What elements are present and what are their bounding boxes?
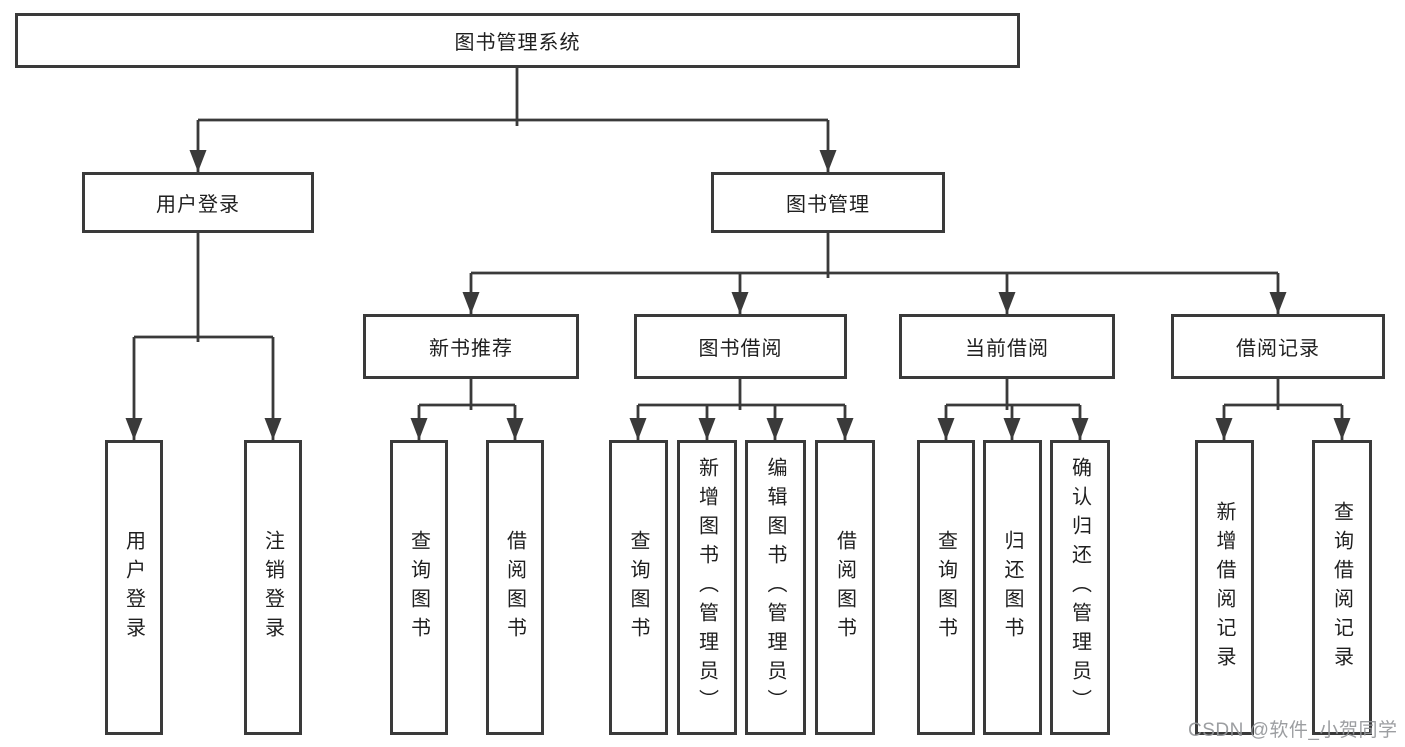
node-label: 编辑图书（管理员） bbox=[764, 457, 786, 718]
leaf-confirm-return-admin: 确认归还（管理员） bbox=[1050, 440, 1110, 735]
node-label: 查询图书 bbox=[934, 529, 957, 646]
node-label: 借阅图书 bbox=[503, 529, 526, 646]
node-label: 确认归还（管理员） bbox=[1068, 457, 1091, 718]
leaf-query-books-recommend: 查询图书 bbox=[390, 440, 448, 735]
node-root: 图书管理系统 bbox=[15, 13, 1020, 68]
csdn-watermark: CSDN @软件_小贺同学 bbox=[1188, 720, 1398, 741]
node-new-book-recommend: 新书推荐 bbox=[363, 314, 579, 379]
node-label: 用户登录 bbox=[122, 529, 145, 646]
leaf-edit-books-admin: 编辑图书（管理员） bbox=[745, 440, 806, 735]
node-label: 查询借阅记录 bbox=[1330, 500, 1353, 675]
leaf-return-books: 归还图书 bbox=[983, 440, 1042, 735]
node-label: 借阅记录 bbox=[1236, 338, 1320, 360]
node-label: 注销登录 bbox=[261, 529, 284, 646]
leaf-add-books-admin: 新增图书（管理员） bbox=[677, 440, 737, 735]
node-label: 查询图书 bbox=[627, 529, 649, 646]
node-label: 归还图书 bbox=[1001, 529, 1023, 646]
node-label: 图书借阅 bbox=[698, 338, 783, 360]
leaf-borrow-books: 借阅图书 bbox=[815, 440, 875, 735]
node-user-login: 用户登录 bbox=[82, 172, 314, 233]
node-label: 新增图书（管理员） bbox=[695, 457, 718, 718]
leaf-query-books-borrow: 查询图书 bbox=[609, 440, 668, 735]
node-label: 当前借阅 bbox=[965, 338, 1049, 360]
node-current-borrow: 当前借阅 bbox=[899, 314, 1115, 379]
leaf-query-books-current: 查询图书 bbox=[917, 440, 975, 735]
node-root-label: 图书管理系统 bbox=[454, 32, 581, 54]
node-label: 图书管理 bbox=[786, 194, 870, 216]
leaf-add-borrow-record: 新增借阅记录 bbox=[1195, 440, 1254, 735]
node-book-management: 图书管理 bbox=[711, 172, 945, 233]
node-label: 新增借阅记录 bbox=[1213, 500, 1235, 675]
leaf-query-borrow-record: 查询借阅记录 bbox=[1312, 440, 1372, 735]
node-book-borrow: 图书借阅 bbox=[634, 314, 847, 379]
node-label: 借阅图书 bbox=[833, 529, 856, 646]
node-label: 查询图书 bbox=[407, 529, 430, 646]
leaf-logout: 注销登录 bbox=[244, 440, 302, 735]
leaf-borrow-books-recommend: 借阅图书 bbox=[486, 440, 544, 735]
node-borrow-records: 借阅记录 bbox=[1171, 314, 1385, 379]
node-label: 用户登录 bbox=[156, 194, 240, 216]
leaf-user-login: 用户登录 bbox=[105, 440, 163, 735]
node-label: 新书推荐 bbox=[429, 338, 513, 360]
